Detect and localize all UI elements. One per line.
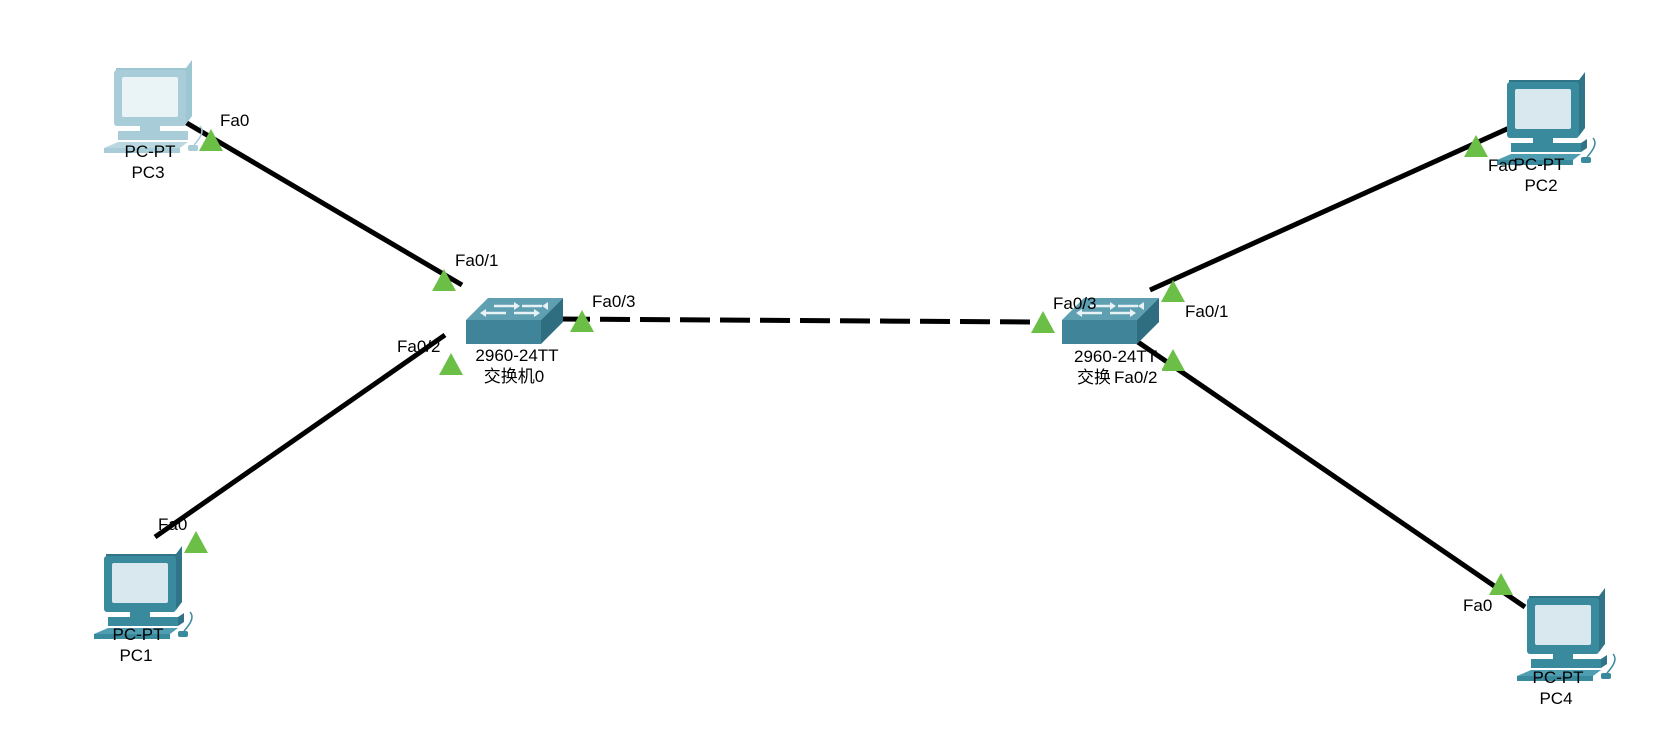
switch0-name-label: 交换机0 (484, 367, 544, 386)
link-pc1-switch0[interactable] (153, 332, 447, 540)
port-label-pc2-fa0: Fa0 (1488, 156, 1517, 175)
pc4-model-label: PC-PT (1533, 668, 1584, 687)
port-label-sw1-fa0-3: Fa0/3 (1053, 294, 1096, 313)
port-status-sw0-fa0-2 (439, 353, 463, 375)
pc3-device[interactable]: PC-PT PC3 (103, 59, 203, 182)
pc-icon (1496, 71, 1596, 166)
pc1-name-label: PC1 (119, 646, 152, 665)
pc2-model-label: PC-PT (1514, 155, 1565, 174)
port-label-pc4-fa0: Fa0 (1463, 596, 1492, 615)
pc4-device[interactable]: PC-PT PC4 (1516, 587, 1616, 708)
link-switch1-pc4[interactable] (1133, 337, 1527, 610)
port-label-sw1-fa0-1: Fa0/1 (1185, 302, 1228, 321)
pc1-model-label: PC-PT (113, 625, 164, 644)
port-status-sw1-fa0-3 (1031, 311, 1055, 333)
port-label-sw0-fa0-1: Fa0/1 (455, 251, 498, 270)
port-status-pc1-fa0 (184, 531, 208, 553)
pc-icon (103, 59, 203, 154)
port-label-sw0-fa0-2: Fa0/2 (397, 337, 440, 356)
link-switch0-switch1[interactable] (559, 316, 1031, 325)
pc4-name-label: PC4 (1539, 689, 1572, 708)
pc2-name-label: PC2 (1524, 176, 1557, 195)
switch1-model-label: 2960-24TT (1074, 347, 1157, 366)
port-label-pc3-fa0: Fa0 (220, 111, 249, 130)
pc2-device[interactable]: PC-PT PC2 (1496, 71, 1596, 195)
port-label-bg (1110, 366, 1162, 388)
pc3-name-label: PC3 (131, 163, 164, 182)
switch-icon (464, 296, 565, 346)
pc1-device[interactable]: PC-PT PC1 (93, 545, 193, 665)
switch0-device[interactable]: 2960-24TT 交换机0 (464, 296, 565, 386)
port-label-sw1-fa0-2: Fa0/2 (1114, 368, 1157, 387)
link-switch1-pc2[interactable] (1148, 121, 1520, 293)
switch0-model-label: 2960-24TT (475, 346, 558, 365)
port-label-pc1-fa0: Fa0 (158, 515, 187, 534)
pc3-model-label: PC-PT (125, 142, 176, 161)
port-label-sw0-fa0-3: Fa0/3 (592, 292, 635, 311)
